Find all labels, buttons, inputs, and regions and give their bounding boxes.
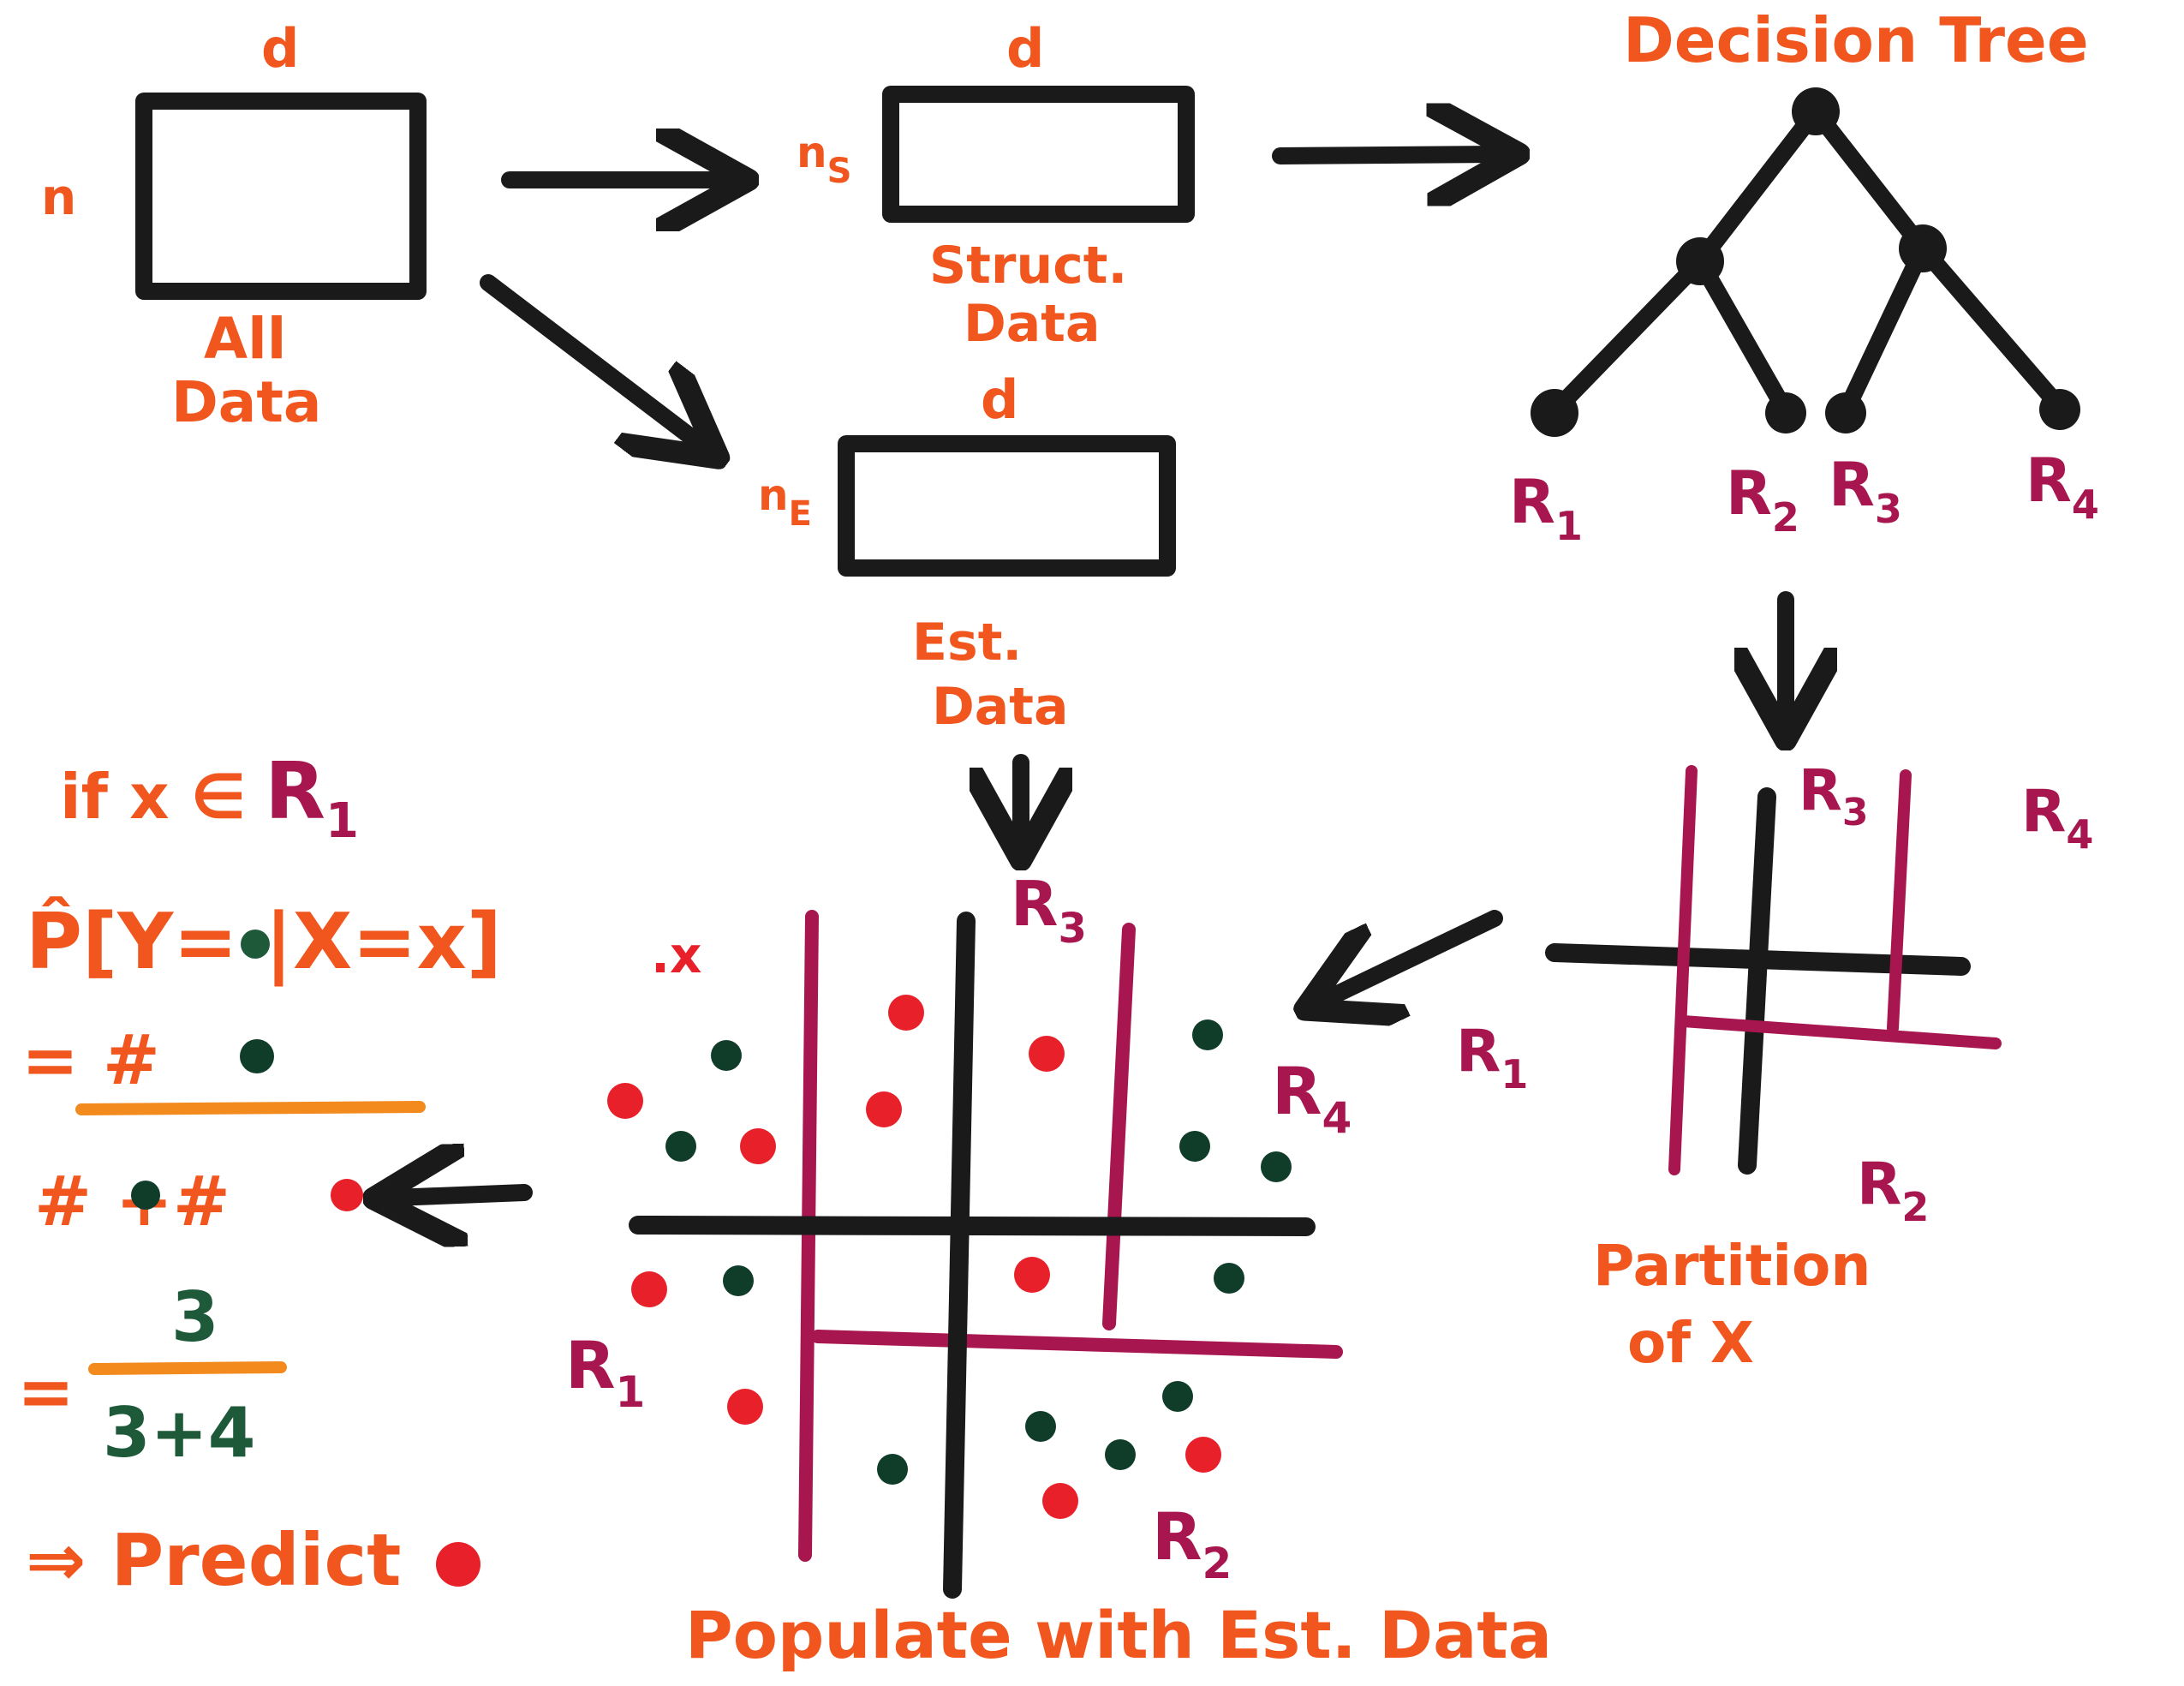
tree-leaf-r4: R4 (2026, 445, 2099, 528)
estimation-point-red (727, 1389, 763, 1425)
populated-v-black (943, 912, 976, 1599)
structure-label-2: Data (964, 294, 1100, 354)
prediction-numerator-green-dot (240, 1039, 274, 1073)
prediction-line5-denominator: 3+4 (103, 1393, 255, 1473)
estimation-point-red (1185, 1437, 1221, 1473)
partition-region-r3: R3 (1799, 757, 1868, 834)
all-data-dim-d: d (261, 17, 299, 80)
estimation-point-green (711, 1040, 742, 1071)
structure-data-block: d nS Struct. Data (797, 17, 1195, 354)
partition-region-r4: R4 (2021, 778, 2093, 858)
partition-populated: .x R3 R4 R1 R2 Populate with Est. Data (565, 868, 1552, 1673)
prediction-line6: ⇒ Predict (26, 1518, 401, 1602)
tree-title: Decision Tree (1623, 4, 2089, 76)
estimation-point-green (1105, 1439, 1136, 1470)
all-data-label-2: Data (171, 369, 321, 435)
prediction-line4: # +# (34, 1162, 230, 1241)
partition-small-magenta-lines (1668, 765, 2002, 1175)
estimation-dim-d: d (981, 368, 1018, 431)
arrow-partition-to-populate (1323, 910, 1503, 1001)
populated-region-r4: R4 (1272, 1053, 1352, 1143)
structure-dim-n: nS (797, 128, 851, 191)
populated-h-black (629, 1216, 1316, 1236)
estimation-point-green (1261, 1151, 1292, 1182)
structure-dim-d: d (1006, 17, 1044, 80)
populated-region-r3: R3 (1011, 868, 1087, 953)
estimation-point-green (1192, 1019, 1223, 1050)
prediction-line3: = # (21, 1020, 160, 1100)
all-data-label-1: All (204, 306, 286, 372)
estimation-point-red (1029, 1036, 1065, 1072)
estimation-point-green (665, 1131, 696, 1162)
estimation-point-green (1162, 1381, 1193, 1412)
populated-region-r2: R2 (1152, 1498, 1232, 1588)
estimation-data-block: d nE Est. Data (758, 368, 1176, 737)
tree-edges (1546, 103, 2068, 420)
all-data-dim-n: n (41, 168, 76, 226)
estimation-point-red (1042, 1483, 1078, 1519)
partition-region-r2: R2 (1857, 1151, 1929, 1230)
tree-nodes (1531, 87, 2080, 437)
prediction-line2-green-dot (241, 930, 270, 959)
estimation-point-green (877, 1454, 908, 1485)
all-data-box (135, 93, 427, 300)
estimation-label-2: Data (932, 677, 1068, 737)
tree-leaf-r2: R2 (1726, 458, 1799, 541)
arrow-to-estimation (480, 274, 702, 445)
all-data-block: d n All Data (41, 17, 427, 435)
estimation-points (607, 995, 1292, 1519)
estimation-point-red (888, 995, 924, 1031)
partition-region-r1: R1 (1456, 1018, 1528, 1097)
tree-leaf-r1: R1 (1509, 467, 1583, 549)
prediction-denominator-green-dot (131, 1181, 160, 1210)
prediction-formula: if x ∈R1 P̂[Y= |X=x] = # # +# = 3 3+4 ⇒ … (17, 745, 502, 1602)
fraction-bar-1 (75, 1101, 426, 1115)
estimation-point-green (1214, 1263, 1244, 1294)
partition-caption-2: of X (1627, 1310, 1754, 1376)
estimation-point-red (866, 1091, 902, 1127)
decision-tree: Decision Tree R1 R2 R3 R4 (1509, 4, 2099, 549)
estimation-point-green (1025, 1411, 1056, 1442)
estimation-point-green (723, 1265, 754, 1296)
estimation-point-green (1179, 1131, 1210, 1162)
estimation-label-1: Est. (912, 613, 1022, 673)
estimation-point-red (631, 1271, 667, 1307)
arrow-to-tree (1272, 154, 1499, 156)
partition-small: R3 R4 R1 R2 Partition of X (1456, 757, 2093, 1376)
estimation-point-red (1014, 1257, 1050, 1293)
prediction-result-red-dot (436, 1542, 480, 1587)
populate-caption: Populate with Est. Data (685, 1597, 1552, 1673)
structure-data-box (882, 86, 1195, 223)
prediction-line5-numerator: 3 (171, 1277, 219, 1357)
structure-label-1: Struct. (929, 236, 1127, 296)
prediction-line1: if x ∈R1 (60, 745, 359, 849)
partition-small-v-black (1738, 787, 1776, 1175)
tree-leaf-r3: R3 (1829, 450, 1902, 532)
estimation-dim-n: nE (758, 470, 812, 534)
partition-caption-1: Partition (1593, 1233, 1871, 1299)
estimation-data-box (838, 435, 1176, 577)
estimation-point-red (740, 1128, 776, 1164)
arrow-populate-to-prediction (394, 1193, 533, 1198)
fraction-bar-2 (88, 1361, 287, 1375)
prediction-denominator-red-dot (331, 1179, 363, 1211)
populated-region-r1: R1 (565, 1327, 645, 1417)
populated-magenta-lines (798, 910, 1343, 1562)
estimation-point-red (607, 1083, 643, 1119)
query-point-label: .x (651, 926, 701, 984)
prediction-line5-eq: = (17, 1352, 75, 1432)
